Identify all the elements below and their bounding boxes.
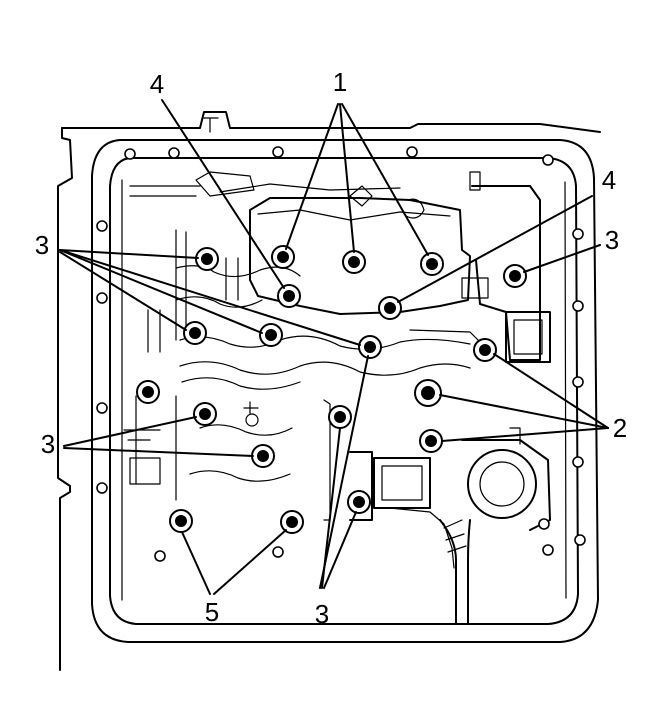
leader-3-ul-b (59, 251, 187, 331)
bolt (378, 296, 402, 320)
pan-hole (96, 292, 108, 304)
bolt (169, 509, 193, 533)
bolt (342, 250, 366, 274)
leader-1b (339, 103, 355, 253)
callout-5: 5 (205, 597, 219, 627)
pan-hole (406, 146, 418, 158)
bolt-group-1 (271, 245, 444, 276)
leader-2b (439, 394, 609, 429)
valve-body-upper-plate (129, 117, 471, 315)
leader-4-right (397, 195, 593, 303)
pan-hole (572, 376, 584, 388)
pan-hole (154, 550, 166, 562)
pan-hole (542, 154, 554, 166)
pan-hole (572, 228, 584, 240)
leader-2c (441, 427, 609, 442)
leader-3-ul-c (59, 249, 263, 334)
bolt (419, 429, 443, 453)
bolt (473, 338, 497, 362)
leader-2a (493, 353, 609, 429)
transmission-case-outline (57, 111, 601, 671)
callout-2: 2 (613, 413, 627, 443)
callout-1: 1 (333, 67, 347, 97)
callout-3-bottom: 3 (315, 599, 329, 629)
leader-3-ul-a (59, 249, 199, 259)
pan-bolt-holes (96, 146, 586, 562)
pan-hole (124, 148, 136, 160)
pan-hole (572, 300, 584, 312)
pan-hole (96, 402, 108, 414)
pan-hole (542, 544, 554, 556)
leader-3-bottom-a (319, 355, 369, 589)
callout-3-lower-left: 3 (41, 429, 55, 459)
leader-3-ul-d (59, 249, 361, 346)
leader-3-ll-a (63, 416, 197, 447)
pan-hole (572, 456, 584, 468)
bolt-group-2 (414, 338, 497, 453)
pan-hole (272, 146, 284, 158)
leader-1a (285, 103, 339, 250)
bolt (414, 379, 442, 407)
bolt (358, 335, 382, 359)
pan-hole (96, 482, 108, 494)
bolt (420, 252, 444, 276)
callout-3-upper-left: 3 (35, 230, 49, 260)
bolt (193, 402, 217, 426)
bolt-group-4 (277, 284, 402, 320)
callout-4-left: 4 (150, 69, 164, 99)
pan-hole (574, 534, 586, 546)
callout-4-right: 4 (602, 165, 616, 195)
bolt-group-3 (136, 247, 527, 514)
bolt (280, 510, 304, 534)
bolt-group-5 (169, 509, 304, 534)
bolt (347, 490, 371, 514)
callout-labels: 1 4 4 3 3 2 3 5 3 (35, 67, 627, 629)
servo-cover (461, 427, 551, 531)
leader-5b (213, 529, 287, 595)
bolt (328, 405, 352, 429)
leader-5a (181, 531, 211, 595)
pan-hole (272, 546, 284, 558)
callout-3-right: 3 (605, 225, 619, 255)
leader-3-right (523, 244, 601, 273)
bolt (195, 247, 219, 271)
bolt (277, 284, 301, 308)
solenoid-and-harness (349, 451, 471, 625)
right-side-components (461, 171, 551, 363)
bolt (136, 380, 160, 404)
bolt (503, 264, 527, 288)
bolt (259, 323, 283, 347)
leader-lines (59, 99, 609, 595)
bolt (251, 444, 275, 468)
leader-3-bottom-b (321, 427, 341, 589)
leader-4-left (161, 99, 285, 289)
bolt (183, 321, 207, 345)
bolt (271, 245, 295, 269)
leader-3-ll-b (63, 447, 254, 457)
pan-hole (96, 220, 108, 232)
leader-1c (341, 103, 429, 256)
leader-3-bottom-c (323, 511, 357, 589)
pan-hole (168, 147, 180, 159)
